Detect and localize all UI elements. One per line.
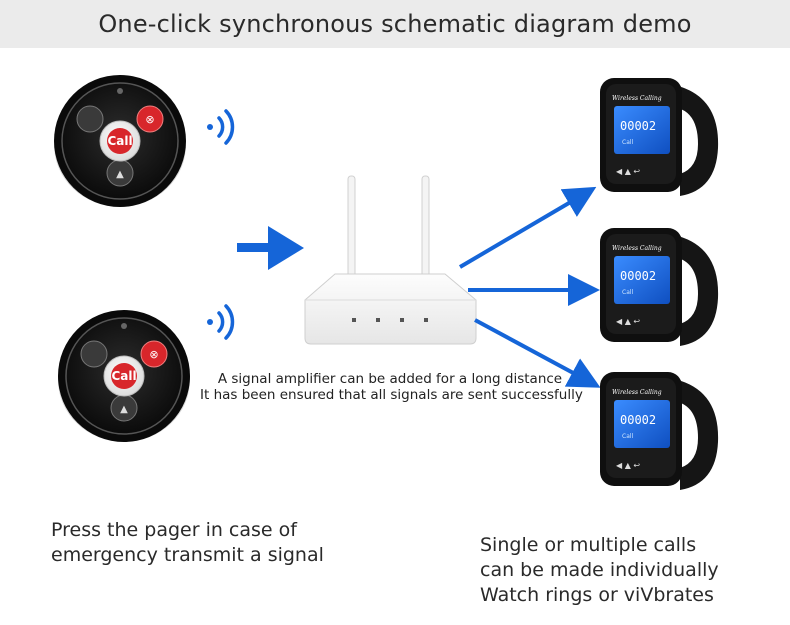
wireless-signal-icon [207, 109, 235, 145]
call-button-label: Call [111, 369, 136, 383]
amplifier-note-line-2: It has been ensured that all signals are… [200, 387, 583, 403]
wireless-signal-icon [207, 304, 235, 340]
header-bar: One-click synchronous schematic diagram … [0, 0, 790, 48]
svg-text:◀ ▲ ↩: ◀ ▲ ↩ [616, 167, 640, 176]
call-button-label: Call [107, 134, 132, 148]
pager-1: ⊗ ▲ Call [54, 75, 186, 207]
svg-text:▲: ▲ [116, 169, 124, 180]
pager-caption-line-1: Press the pager in case of [51, 519, 297, 541]
pager-top-right-button [136, 105, 164, 133]
pager-top-left-button [76, 105, 104, 133]
amplifier-note: A signal amplifier can be added for a lo… [200, 371, 583, 403]
watch-number: 00002 [620, 119, 656, 133]
watch-caption-line-2: can be made individually [480, 559, 719, 581]
watch-sub: Call [622, 289, 634, 296]
watch-sub: Call [622, 433, 634, 440]
watch-sub: Call [622, 139, 634, 146]
signal-amplifier-router [304, 175, 477, 345]
watch-receiver-1: Wireless Calling 00002 Call ◀ ▲ ↩ [600, 78, 719, 196]
svg-text:▲: ▲ [120, 404, 128, 415]
page-title: One-click synchronous schematic diagram … [98, 10, 692, 38]
watch-receiver-2: Wireless Calling 00002 Call ◀ ▲ ↩ [600, 228, 719, 346]
watch-number: 00002 [620, 413, 656, 427]
amplifier-note-line-1: A signal amplifier can be added for a lo… [217, 371, 563, 387]
watch-number: 00002 [620, 269, 656, 283]
watch-brand: Wireless Calling [612, 389, 662, 396]
svg-text:◀ ▲ ↩: ◀ ▲ ↩ [616, 461, 640, 470]
pager-top-right-button [140, 340, 168, 368]
watch-caption-line-1: Single or multiple calls [480, 534, 697, 556]
watch-receiver-3: Wireless Calling 00002 Call ◀ ▲ ↩ [600, 372, 719, 490]
pager-2: ⊗ ▲ Call [58, 310, 190, 442]
svg-text:⊗: ⊗ [149, 348, 158, 361]
signal-arrow-icon [474, 318, 601, 388]
watch-caption: Single or multiple calls can be made ind… [480, 533, 719, 608]
pager-top-left-button [80, 340, 108, 368]
signal-arrow-icon [458, 186, 597, 269]
svg-text:⊗: ⊗ [145, 113, 154, 126]
transmit-arrow-icon [237, 226, 304, 270]
watch-caption-line-3: Watch rings or viVbrates [480, 584, 714, 606]
watch-brand: Wireless Calling [612, 95, 662, 102]
pager-caption: Press the pager in case of emergency tra… [51, 518, 324, 568]
watch-brand: Wireless Calling [612, 245, 662, 252]
svg-text:◀ ▲ ↩: ◀ ▲ ↩ [616, 317, 640, 326]
pager-caption-line-2: emergency transmit a signal [51, 544, 324, 566]
